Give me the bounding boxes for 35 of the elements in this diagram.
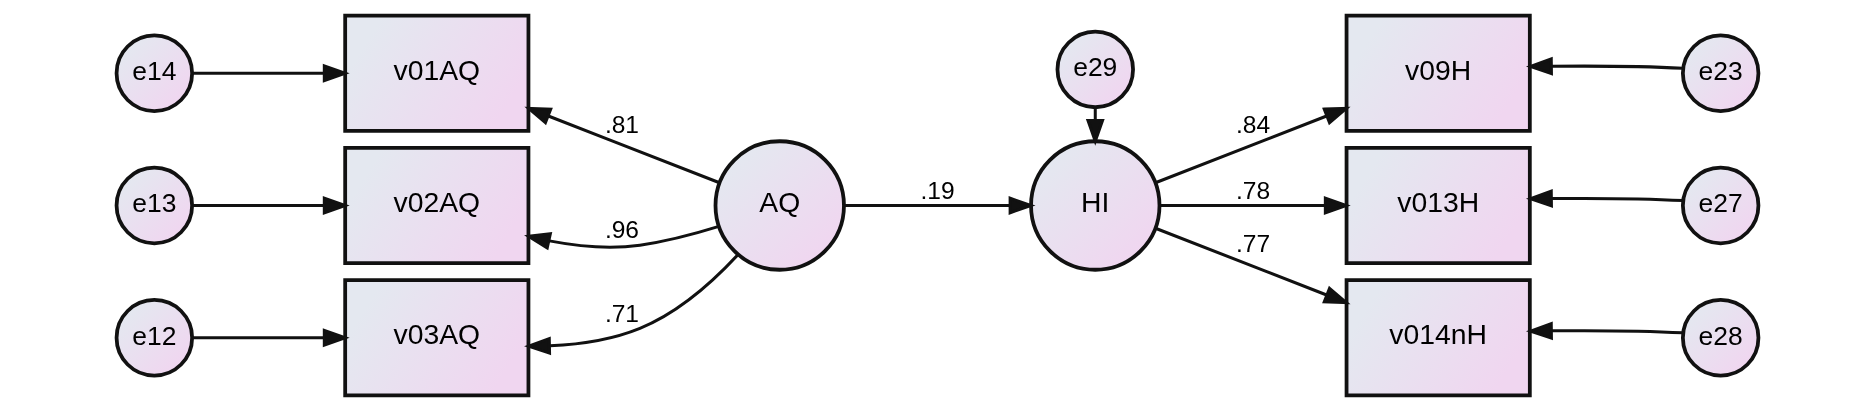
arrow bbox=[524, 224, 720, 251]
node-box: v014nH bbox=[1344, 278, 1532, 398]
arrow bbox=[192, 196, 350, 215]
node-circle: e27 bbox=[1680, 165, 1761, 246]
edge-label: .78 bbox=[1235, 176, 1271, 204]
node-circle: AQ bbox=[713, 139, 846, 272]
node-circle: e13 bbox=[114, 165, 194, 246]
edge-label: .19 bbox=[920, 176, 955, 204]
node-box: v02AQ bbox=[343, 146, 531, 265]
arrow bbox=[1526, 56, 1683, 76]
edge-label: .96 bbox=[604, 216, 640, 244]
node-circle: e23 bbox=[1680, 33, 1761, 113]
arrow bbox=[1160, 196, 1351, 215]
edge-label: .77 bbox=[1235, 229, 1271, 257]
arrow bbox=[844, 196, 1036, 215]
node-box: v09H bbox=[1344, 13, 1532, 133]
arrow bbox=[192, 328, 350, 348]
edge-label: .71 bbox=[604, 299, 640, 327]
arrow bbox=[524, 253, 740, 356]
node-circle: e28 bbox=[1680, 298, 1761, 378]
node-box: v013H bbox=[1344, 146, 1532, 265]
node-circle: e14 bbox=[114, 33, 194, 113]
node-circle: HI bbox=[1029, 139, 1162, 272]
edge-label: .84 bbox=[1235, 110, 1271, 138]
node-box: v01AQ bbox=[343, 13, 531, 133]
arrow bbox=[1526, 189, 1683, 208]
arrow bbox=[1154, 226, 1351, 305]
edge-label: .81 bbox=[604, 110, 640, 138]
node-circle: e29 bbox=[1055, 29, 1135, 110]
node-box: v03AQ bbox=[343, 278, 531, 398]
node-circle: e12 bbox=[114, 298, 194, 378]
arrow bbox=[524, 106, 721, 185]
arrow bbox=[192, 63, 350, 83]
arrow bbox=[1154, 106, 1351, 185]
arrow bbox=[1526, 321, 1683, 341]
